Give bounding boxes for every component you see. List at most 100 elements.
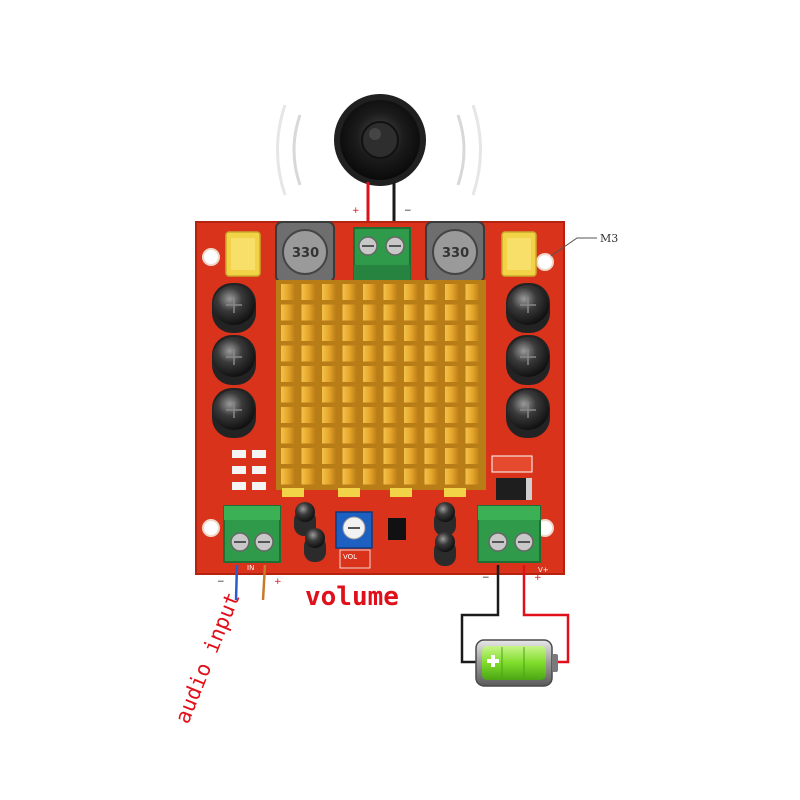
heatsink-fin	[301, 325, 316, 341]
heatsink-fin	[445, 468, 459, 485]
heatsink-fin	[424, 407, 439, 423]
heatsink-fin	[465, 468, 480, 485]
heatsink-fin	[322, 468, 336, 485]
heatsink-fin	[465, 386, 480, 403]
heatsink-fin	[383, 284, 398, 300]
heatsink-fin	[363, 386, 377, 403]
heatsink-fin	[424, 468, 439, 485]
heatsink-fin	[404, 407, 418, 423]
heatsink-fin	[445, 366, 459, 382]
audio-input-terminal: IN	[223, 505, 281, 572]
heatsink-fin	[342, 366, 357, 382]
power-header-label: V+	[538, 566, 549, 574]
heatsink-fin	[465, 304, 480, 321]
heatsink-fin	[322, 407, 336, 423]
capacitors-right	[506, 283, 550, 438]
heatsink-fin	[424, 448, 439, 464]
heatsink-fin	[363, 284, 377, 300]
heatsink-fin	[445, 284, 459, 300]
heatsink-fin	[465, 345, 480, 362]
heatsink-fin	[281, 448, 295, 464]
heatsink-fin	[383, 366, 398, 382]
heatsink-fin	[404, 448, 418, 464]
inductor-right: 330	[425, 221, 485, 283]
capacitor-vent	[520, 349, 536, 365]
heatsink-fin	[301, 304, 316, 321]
inductor-left-value: 330	[292, 246, 319, 261]
heatsink-fin	[281, 366, 295, 382]
heatsink-fin	[342, 386, 357, 403]
m3-callout: M3	[550, 232, 618, 257]
heatsink-fin	[465, 325, 480, 341]
heatsink-fin	[301, 448, 316, 464]
heatsink-fin	[363, 427, 377, 444]
input-header-label: IN	[247, 564, 254, 572]
heatsink-fin	[322, 304, 336, 321]
heatsink-fin	[465, 427, 480, 444]
heatsink-fin	[281, 345, 295, 362]
heatsink-fin	[301, 427, 316, 444]
audio-input-wires: − +	[217, 564, 282, 601]
heatsink-fin	[281, 427, 295, 444]
heatsink-fin	[342, 448, 357, 464]
audio-input-label: audio input	[170, 589, 244, 727]
heatsink-fin	[404, 345, 418, 362]
heatsink-fin	[383, 345, 398, 362]
battery-minus-label: −	[482, 573, 490, 583]
capacitor-vent	[226, 297, 242, 313]
heatsink-fin	[301, 386, 316, 403]
heatsink-fin	[465, 448, 480, 464]
inductor-left: 330	[275, 221, 335, 283]
inductor-right-value: 330	[442, 246, 469, 261]
heatsink-fin	[322, 366, 336, 382]
heatsink-fin	[424, 427, 439, 444]
heatsink-fin	[465, 366, 480, 382]
heatsink-fin	[342, 407, 357, 423]
heatsink-fin	[322, 325, 336, 341]
capacitor-vent	[520, 297, 536, 313]
heatsink-fin	[424, 345, 439, 362]
pot-label: VOL	[343, 553, 357, 561]
heatsink-fin	[281, 468, 295, 485]
mount-holes	[202, 248, 554, 537]
capacitor-vent	[226, 349, 242, 365]
heatsink-fin	[342, 304, 357, 321]
heatsink-fin	[281, 407, 295, 423]
heatsink-fin	[342, 345, 357, 362]
audio-plus-label: +	[274, 577, 282, 587]
heatsink-fin	[322, 284, 336, 300]
capacitor-vent	[226, 402, 242, 418]
heatsink-fin	[301, 407, 316, 423]
heatsink-fin	[445, 304, 459, 321]
heatsink	[276, 280, 486, 490]
heatsink-fin	[322, 386, 336, 403]
small-capacitors	[294, 502, 456, 566]
battery-icon	[475, 639, 558, 687]
heatsink-fin	[424, 386, 439, 403]
heatsink-fin	[404, 386, 418, 403]
battery-plus-label: +	[534, 573, 542, 583]
heatsink-fin	[342, 325, 357, 341]
heatsink-fin	[445, 325, 459, 341]
heatsink-fin	[301, 284, 316, 300]
heatsink-fin	[301, 366, 316, 382]
capacitors-left	[212, 283, 256, 438]
heatsink-fin	[383, 448, 398, 464]
power-input-terminal: V+	[477, 505, 549, 574]
heatsink-fin	[465, 407, 480, 423]
volume-label: volume	[305, 582, 399, 612]
heatsink-fin	[363, 325, 377, 341]
heatsink-fin	[383, 386, 398, 403]
capacitor-vent	[520, 402, 536, 418]
heatsink-fin	[424, 325, 439, 341]
volume-potentiometer: VOL	[335, 511, 373, 569]
heatsink-fin	[383, 325, 398, 341]
heatsink-fin	[322, 448, 336, 464]
heatsink-fin	[404, 325, 418, 341]
heatsink-fin	[383, 304, 398, 321]
heatsink-fin	[281, 284, 295, 300]
heatsink-fin	[281, 386, 295, 403]
heatsink-fin	[424, 304, 439, 321]
heatsink-fin	[363, 448, 377, 464]
